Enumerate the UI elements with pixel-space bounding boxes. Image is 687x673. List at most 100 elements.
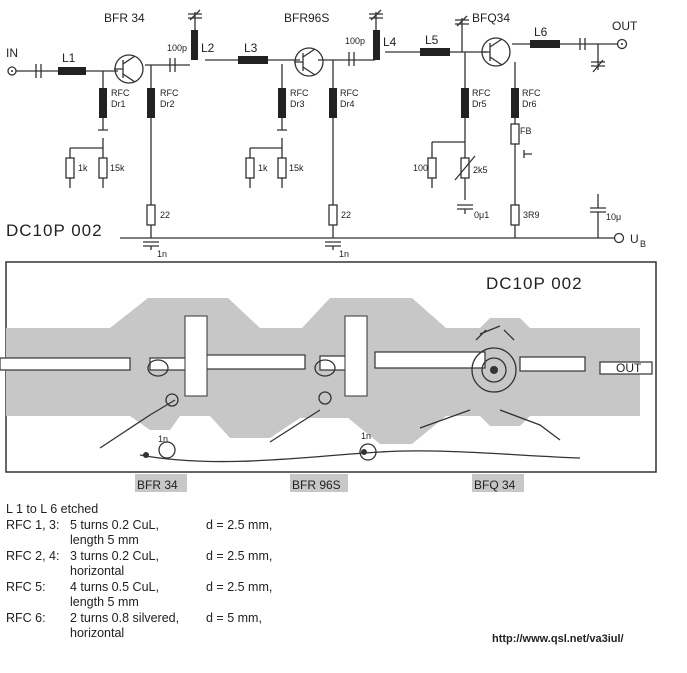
bias-network-1: 1k 15k: [65, 138, 125, 188]
supply-resistor-1-label: 22: [160, 210, 170, 220]
supply-resistor-2: [328, 204, 338, 226]
pcb-cap-1-label: 1n: [158, 434, 168, 444]
decoupling-cap-1-label: 1n: [157, 249, 167, 259]
decoupling-cap-2-label: 1n: [339, 249, 349, 259]
svg-text:0μ1: 0μ1: [474, 210, 489, 220]
transistor-label-1: BFR 34: [104, 11, 145, 25]
svg-text:Dr4: Dr4: [340, 99, 355, 109]
supply-resistor-2-label: 22: [341, 210, 351, 220]
output-terminal-dot: [621, 43, 623, 45]
note-row: RFC 1, 3:5 turns 0.2 CuL,d = 2.5 mm,: [6, 517, 273, 532]
svg-text:RFC: RFC: [290, 88, 309, 98]
svg-text:15k: 15k: [110, 163, 125, 173]
pcb-layout: DC10P 002 1n 1n O: [0, 261, 657, 492]
supply-label: U: [630, 232, 639, 246]
pcb-title: DC10P 002: [486, 274, 583, 293]
svg-text:Dr3: Dr3: [290, 99, 305, 109]
pcb-tag-1: BFR 34: [137, 478, 178, 492]
pcb-output-strip: [599, 361, 653, 375]
pcb-cap-1: [158, 441, 176, 459]
coupling-cap-1-label: 100p: [167, 43, 187, 53]
svg-text:RFC: RFC: [340, 88, 359, 98]
pcb-strip-6: [519, 356, 586, 372]
trimmer-2: [369, 9, 383, 30]
note-row: RFC 6:2 turns 0.8 silvered,d = 5 mm,: [6, 610, 262, 625]
input-label: IN: [6, 46, 18, 60]
supply-resistor-3: [510, 204, 520, 226]
svg-text:RFC: RFC: [111, 88, 130, 98]
svg-text:1k: 1k: [78, 163, 88, 173]
note-row: horizontal: [70, 626, 125, 640]
inductor-L3: [238, 56, 268, 64]
inductor-L6: [530, 40, 560, 48]
choke-group-4: RFC Dr4: [329, 60, 359, 205]
svg-text:Dr2: Dr2: [160, 99, 175, 109]
choke-group-2: RFC Dr2: [147, 65, 179, 205]
svg-text:RFC: RFC: [160, 88, 179, 98]
svg-text:15k: 15k: [289, 163, 304, 173]
supply-subscript: B: [640, 239, 646, 249]
decoupling-cap-2: [325, 241, 341, 250]
supply-resistor-1: [146, 204, 156, 226]
trimmer-3: [455, 15, 469, 52]
output-label: OUT: [612, 19, 638, 33]
notes-heading: L 1 to L 6 etched: [6, 502, 99, 516]
coupling-cap-2: [348, 52, 355, 66]
supply-rail: [120, 225, 614, 239]
pcb-supply-wire: [139, 450, 581, 463]
svg-text:1k: 1k: [258, 163, 268, 173]
label-L5: L5: [425, 33, 439, 47]
pcb-transistor-2: [314, 359, 336, 405]
pcb-transistor-3: [471, 325, 517, 393]
note-row: RFC 5:4 turns 0.5 CuL,d = 2.5 mm,: [6, 579, 273, 594]
pcb-strip-5: [374, 351, 486, 369]
transistor-label-3: BFQ34: [472, 11, 510, 25]
svg-text:Dr6: Dr6: [522, 99, 537, 109]
svg-text:Dr1: Dr1: [111, 99, 126, 109]
label-L1: L1: [62, 51, 76, 65]
pcb-supply-node-1: [143, 452, 149, 458]
bias-network-2: 1k 15k: [245, 138, 304, 188]
source-url: http://www.qsl.net/va3iul/: [492, 633, 624, 645]
pcb-cap-2-label: 1n: [361, 431, 371, 441]
decoupling-cap-1: [143, 241, 159, 250]
inductor-L5: [420, 48, 450, 56]
output-cap: [579, 38, 586, 50]
svg-text:RFC: RFC: [522, 88, 541, 98]
ferrite-bead-label: FB: [520, 126, 532, 136]
pcb-supply-node-2: [361, 449, 367, 455]
transistor-2: [294, 47, 324, 77]
label-L6: L6: [534, 25, 548, 39]
label-L4: L4: [383, 35, 397, 49]
note-row: horizontal: [70, 564, 125, 578]
svg-text:Dr5: Dr5: [472, 99, 487, 109]
coupling-cap-1: [169, 58, 176, 72]
pcb-strip-3: [204, 354, 306, 370]
pcb-tag-box-1: [135, 474, 187, 492]
note-row: RFC 2, 4:3 turns 0.2 CuL,d = 2.5 mm,: [6, 548, 273, 563]
bias-network-3: 100 2k5 0μ1: [413, 135, 489, 220]
pcb-input-strip: [0, 357, 131, 371]
pcb-pad-1: [184, 315, 208, 397]
label-L2: L2: [201, 41, 215, 55]
svg-text:2k5: 2k5: [473, 165, 488, 175]
pcb-cap-2: [359, 443, 377, 461]
coupling-cap-2-label: 100p: [345, 36, 365, 46]
pcb-transistor-1: [147, 359, 179, 407]
supply-resistor-3-label: 3R9: [523, 210, 540, 220]
inductor-L2: [191, 30, 198, 60]
choke-group-1: RFC Dr1: [98, 71, 130, 131]
choke-group-6: RFC Dr6 FB: [510, 62, 541, 205]
trimmer-1: [188, 9, 202, 30]
schematic-board-code: DC10P 002: [6, 221, 103, 240]
input-terminal-dot: [11, 70, 13, 72]
note-row: length 5 mm: [70, 595, 139, 609]
pcb-pad-2: [344, 315, 368, 397]
pcb-output-label: OUT: [616, 361, 642, 375]
label-L3: L3: [244, 41, 258, 55]
decoupling-cap-4: [590, 194, 606, 238]
component-notes: L 1 to L 6 etched RFC 1, 3:5 turns 0.2 C…: [6, 502, 466, 642]
inductor-L1: [58, 67, 86, 75]
